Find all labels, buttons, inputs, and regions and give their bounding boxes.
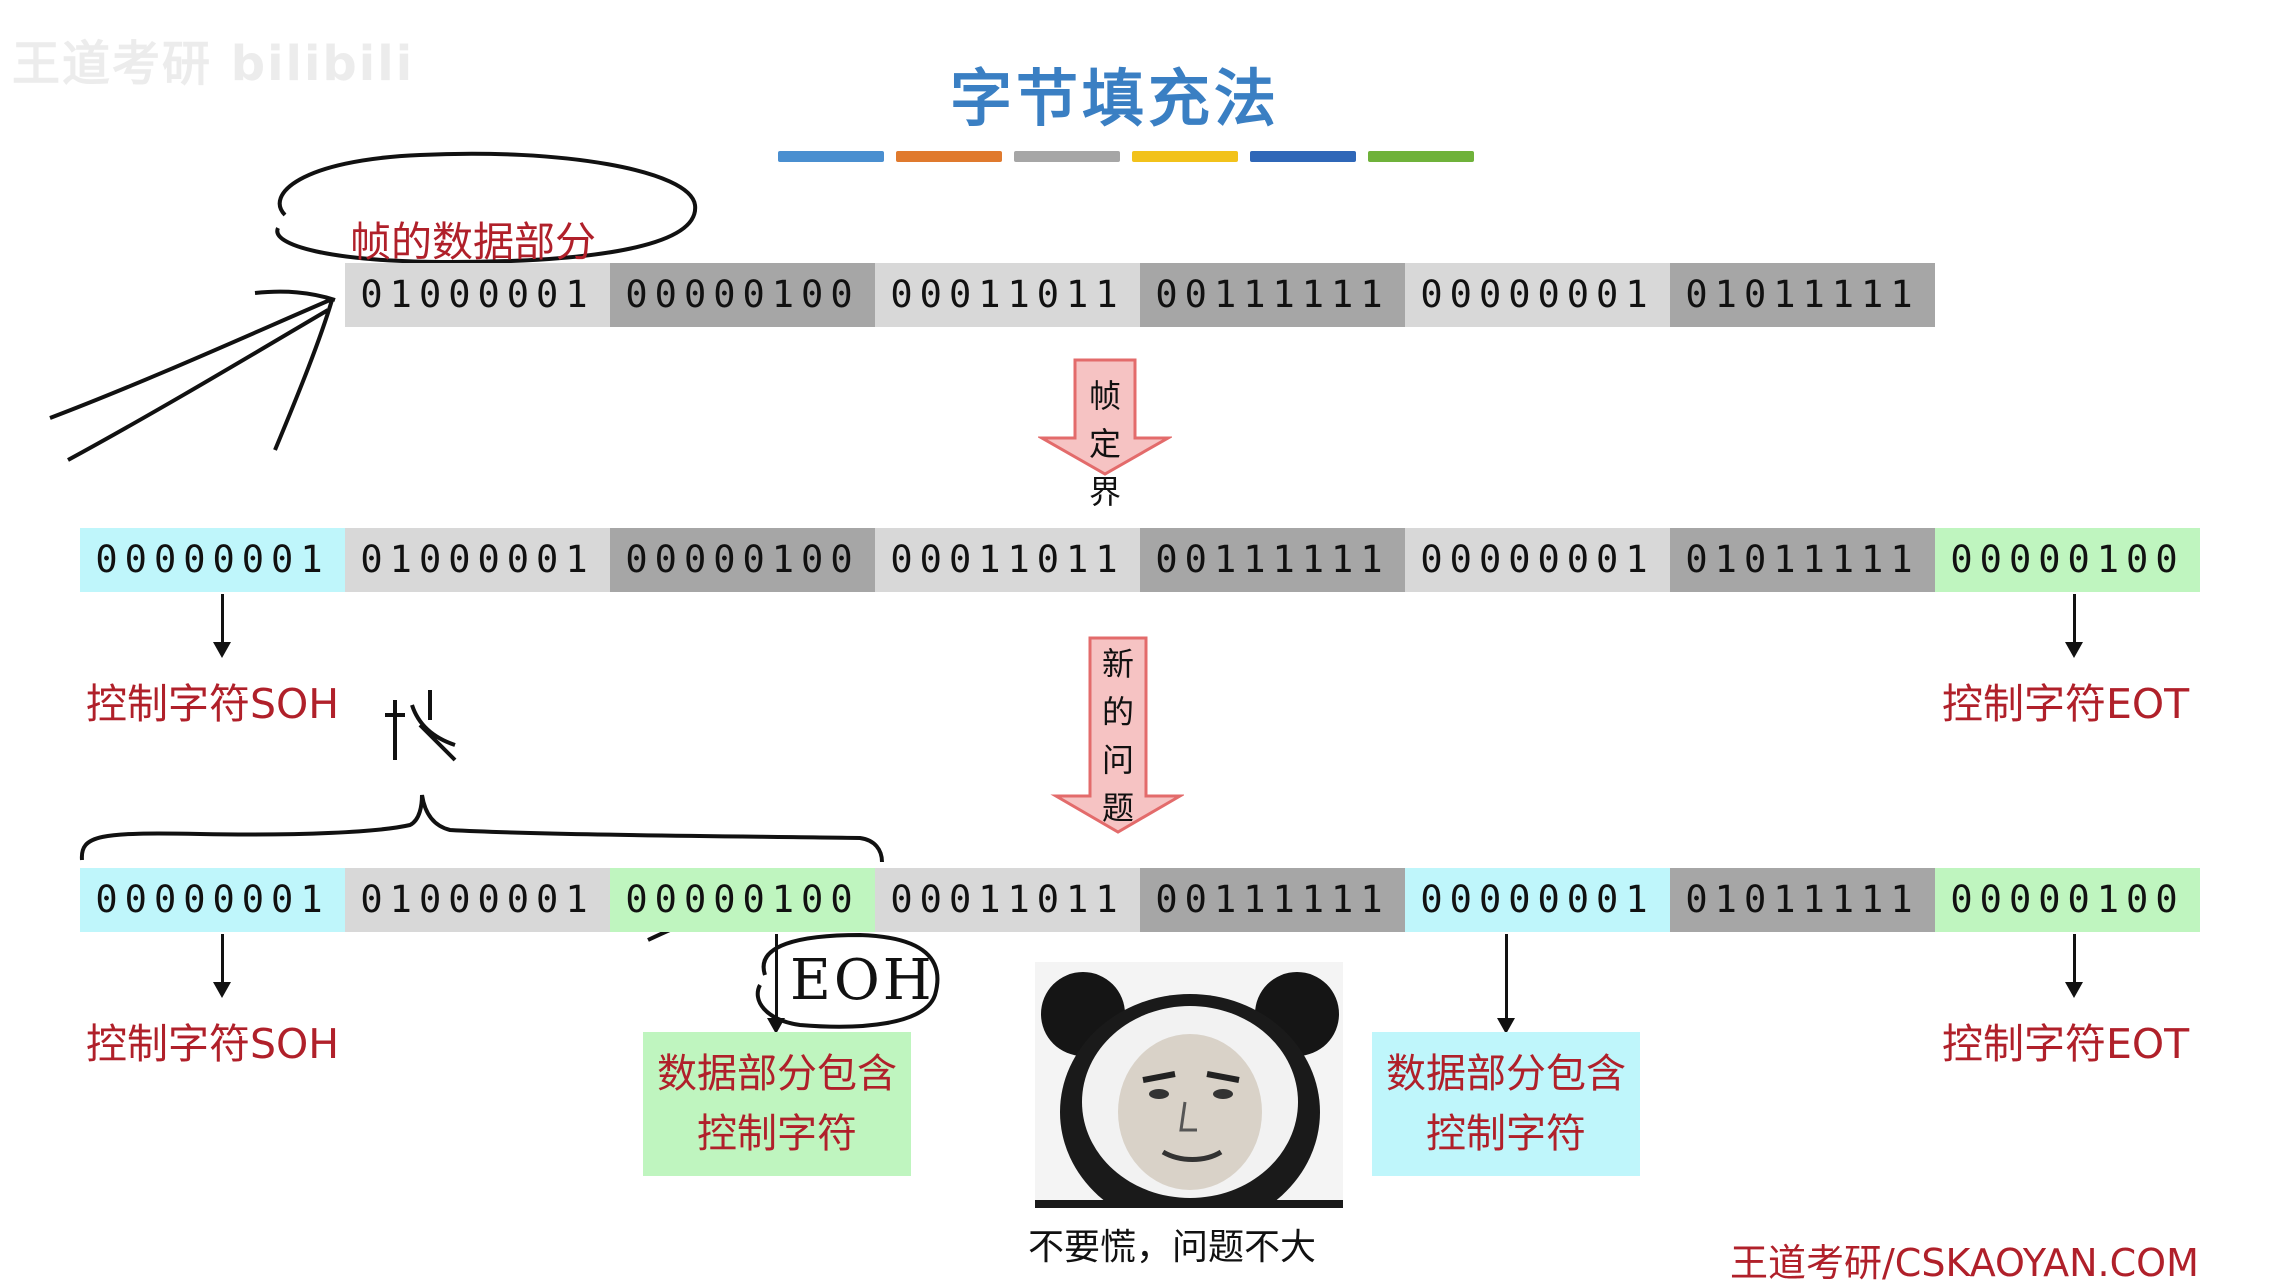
soh-bot-arrow (221, 934, 224, 984)
bot-byte-7: 01011111 (1670, 868, 1935, 932)
new-problem-arrow-label: 新的问题 (1095, 640, 1141, 832)
mid-byte-3: 00000100 (610, 528, 875, 592)
bot-byte-1: 00000001 (80, 868, 345, 932)
mid-byte-7: 01011111 (1670, 528, 1935, 592)
framing-arrow-label: 帧定界 (1075, 372, 1135, 516)
bot-byte-8: 00000100 (1935, 868, 2200, 932)
soh-label-middle: 控制字符SOH (86, 670, 339, 730)
top-byte-4: 00111111 (1140, 263, 1405, 327)
handwritten-eoh-label: EOH (790, 948, 935, 1013)
bot-byte-6: 00000001 (1405, 868, 1670, 932)
top-byte-2: 00000100 (610, 263, 875, 327)
mid-byte-6: 00000001 (1405, 528, 1670, 592)
meme-caption: 不要慌，问题不大 (1028, 1218, 1316, 1270)
data-contains-box-1-line-1: 数据部分包含 (643, 1044, 911, 1104)
panda-meme-image (1035, 962, 1343, 1208)
ellipse-label: 帧的数据部分 (350, 208, 596, 268)
bot-byte-5: 00111111 (1140, 868, 1405, 932)
eot-mid-arrow (2073, 594, 2076, 644)
data-contains-box-2: 数据部分包含 控制字符 (1372, 1032, 1640, 1176)
footer-brand: 王道考研/CSKAOYAN.COM (1730, 1232, 2199, 1287)
data-contains-box-2-line-2: 控制字符 (1372, 1104, 1640, 1164)
top-byte-5: 00000001 (1405, 263, 1670, 327)
data-contains-1-arrow (775, 934, 778, 1020)
mid-byte-8: 00000100 (1935, 528, 2200, 592)
data-contains-2-arrow (1505, 934, 1508, 1020)
data-contains-box-2-line-1: 数据部分包含 (1372, 1044, 1640, 1104)
top-byte-3: 00011011 (875, 263, 1140, 327)
eot-bot-arrow (2073, 934, 2076, 984)
bot-byte-4: 00011011 (875, 868, 1140, 932)
soh-label-bottom: 控制字符SOH (86, 1010, 339, 1070)
mid-byte-4: 00011011 (875, 528, 1140, 592)
data-contains-box-1: 数据部分包含 控制字符 (643, 1032, 911, 1176)
mid-byte-2: 01000001 (345, 528, 610, 592)
data-contains-box-1-line-2: 控制字符 (643, 1104, 911, 1164)
eot-label-bottom: 控制字符EOT (1942, 1010, 2189, 1070)
bot-byte-2: 01000001 (345, 868, 610, 932)
mid-byte-5: 00111111 (1140, 528, 1405, 592)
soh-mid-arrow (221, 594, 224, 644)
mid-byte-1: 00000001 (80, 528, 345, 592)
eot-label-middle: 控制字符EOT (1942, 670, 2189, 730)
top-byte-6: 01011111 (1670, 263, 1935, 327)
top-byte-1: 01000001 (345, 263, 610, 327)
bot-byte-3: 00000100 (610, 868, 875, 932)
